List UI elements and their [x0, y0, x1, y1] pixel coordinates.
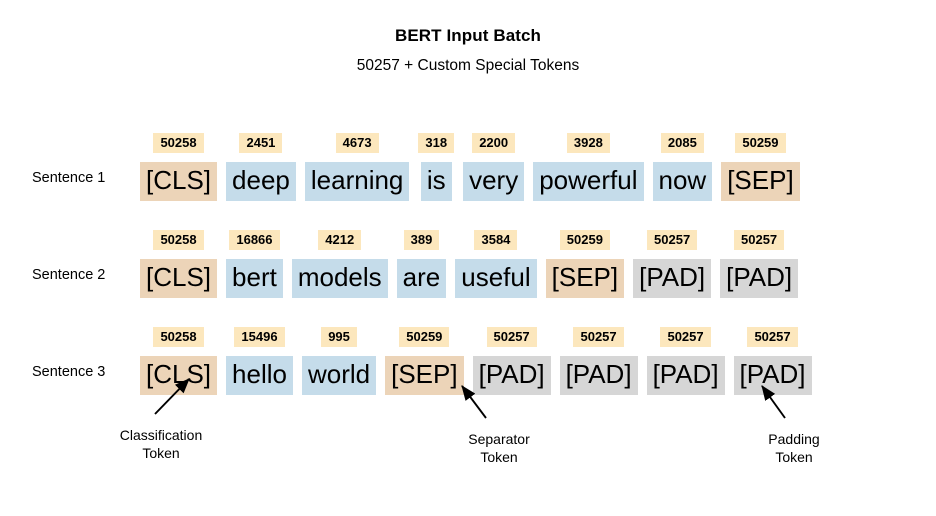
token-id-badge: 995 — [321, 327, 357, 347]
sentence-row: Sentence 1 50258 [CLS] 2451 deep 4673 learning… — [0, 104, 936, 201]
token-cell[interactable]: 3928 powerful — [533, 133, 644, 201]
token-sequence: 50258 [CLS] 16866 bert 4212 models 389 are 3584 u… — [140, 230, 799, 298]
token-id-badge: 50257 — [660, 327, 711, 347]
token-box-word[interactable]: learning — [304, 162, 410, 201]
token-id-badge: 389 — [403, 230, 440, 250]
token-id-badge: 50258 — [153, 133, 204, 153]
token-box-special[interactable]: [CLS] — [140, 356, 218, 395]
token-cell[interactable]: 16866 bert — [226, 230, 283, 298]
token-box-pad[interactable]: [PAD] — [559, 356, 638, 395]
token-cell[interactable]: 2200 very — [463, 133, 525, 201]
token-cell[interactable]: 50259 [SEP] — [545, 230, 625, 298]
token-cell[interactable]: 50257 [PAD] — [559, 327, 638, 395]
token-cell[interactable]: 2085 now — [652, 133, 713, 201]
token-box-special[interactable]: [CLS] — [140, 259, 218, 298]
token-box-pad[interactable]: [PAD] — [633, 259, 712, 298]
token-cell[interactable]: 50257 [PAD] — [472, 327, 551, 395]
token-id-badge: 50259 — [735, 133, 786, 153]
token-box-word[interactable]: useful — [455, 259, 537, 298]
token-id-badge: 16866 — [229, 230, 280, 250]
token-id-badge: 2451 — [239, 133, 283, 153]
token-id-badge: 50257 — [747, 327, 798, 347]
token-cell[interactable]: 995 world — [301, 327, 377, 395]
token-cell[interactable]: 50257 [PAD] — [646, 327, 725, 395]
token-cell[interactable]: 2451 deep — [226, 133, 296, 201]
token-box-word[interactable]: now — [652, 162, 713, 201]
token-cell[interactable]: 50257 [PAD] — [720, 230, 799, 298]
token-id-badge: 3928 — [566, 133, 610, 153]
token-box-word[interactable]: powerful — [533, 162, 644, 201]
sentence-row-label: Sentence 2 — [32, 267, 106, 283]
token-id-badge: 50257 — [734, 230, 785, 250]
token-cell[interactable]: 15496 hello — [226, 327, 293, 395]
token-id-badge: 15496 — [234, 327, 285, 347]
annotation-padding-token: Padding Token — [768, 431, 820, 465]
page-subtitle: 50257 + Custom Special Tokens — [356, 57, 580, 74]
token-box-pad[interactable]: [PAD] — [733, 356, 812, 395]
token-box-word[interactable]: deep — [226, 162, 296, 201]
token-box-pad[interactable]: [PAD] — [720, 259, 799, 298]
token-box-special[interactable]: [SEP] — [385, 356, 464, 395]
annotation-separator-token: Separator Token — [468, 431, 530, 465]
token-id-badge: 50259 — [559, 230, 610, 250]
token-id-badge: 2085 — [660, 133, 704, 153]
token-id-badge: 2200 — [472, 133, 516, 153]
token-cell[interactable]: 4212 models — [291, 230, 388, 298]
annotation-classification-token: Classification Token — [119, 427, 203, 461]
token-cell[interactable]: 389 are — [396, 230, 447, 298]
token-box-pad[interactable]: [PAD] — [646, 356, 725, 395]
token-id-badge: 50258 — [153, 230, 204, 250]
token-cell[interactable]: 50257 [PAD] — [633, 230, 712, 298]
token-cell[interactable]: 50258 [CLS] — [140, 230, 218, 298]
token-cell[interactable]: 50258 [CLS] — [140, 327, 218, 395]
token-box-pad[interactable]: [PAD] — [472, 356, 551, 395]
sentence-row-label: Sentence 3 — [32, 364, 106, 380]
token-id-badge: 4212 — [318, 230, 362, 250]
batch-grid: Sentence 1 50258 [CLS] 2451 deep 4673 learning… — [0, 104, 936, 395]
token-box-word[interactable]: world — [301, 356, 377, 395]
token-cell[interactable]: 318 is — [418, 133, 455, 201]
token-box-special[interactable]: [SEP] — [721, 162, 800, 201]
token-box-word[interactable]: very — [463, 162, 525, 201]
token-box-word[interactable]: is — [420, 162, 452, 201]
token-id-badge: 3584 — [474, 230, 518, 250]
token-sequence: 50258 [CLS] 2451 deep 4673 learning 318 is 2200 v… — [140, 133, 800, 201]
token-id-badge: 50259 — [399, 327, 450, 347]
token-box-word[interactable]: models — [291, 259, 388, 298]
diagram-header: BERT Input Batch 50257 + Custom Special … — [0, 0, 936, 75]
token-id-badge: 50257 — [647, 230, 698, 250]
token-id-badge: 318 — [418, 133, 455, 153]
token-id-badge: 4673 — [335, 133, 379, 153]
token-cell[interactable]: 50259 [SEP] — [385, 327, 464, 395]
token-cell[interactable]: 50259 [SEP] — [721, 133, 800, 201]
token-cell[interactable]: 50258 [CLS] — [140, 133, 218, 201]
token-box-word[interactable]: hello — [226, 356, 293, 395]
token-cell[interactable]: 4673 learning — [304, 133, 410, 201]
token-id-badge: 50257 — [486, 327, 537, 347]
token-box-special[interactable]: [CLS] — [140, 162, 218, 201]
token-id-badge: 50257 — [573, 327, 624, 347]
token-box-word[interactable]: bert — [226, 259, 283, 298]
token-cell[interactable]: 50257 [PAD] — [733, 327, 812, 395]
sentence-row-label: Sentence 1 — [32, 170, 106, 186]
token-cell[interactable]: 3584 useful — [455, 230, 537, 298]
token-box-word[interactable]: are — [396, 259, 447, 298]
token-box-special[interactable]: [SEP] — [545, 259, 625, 298]
page-title: BERT Input Batch — [394, 26, 542, 45]
token-id-badge: 50258 — [153, 327, 204, 347]
